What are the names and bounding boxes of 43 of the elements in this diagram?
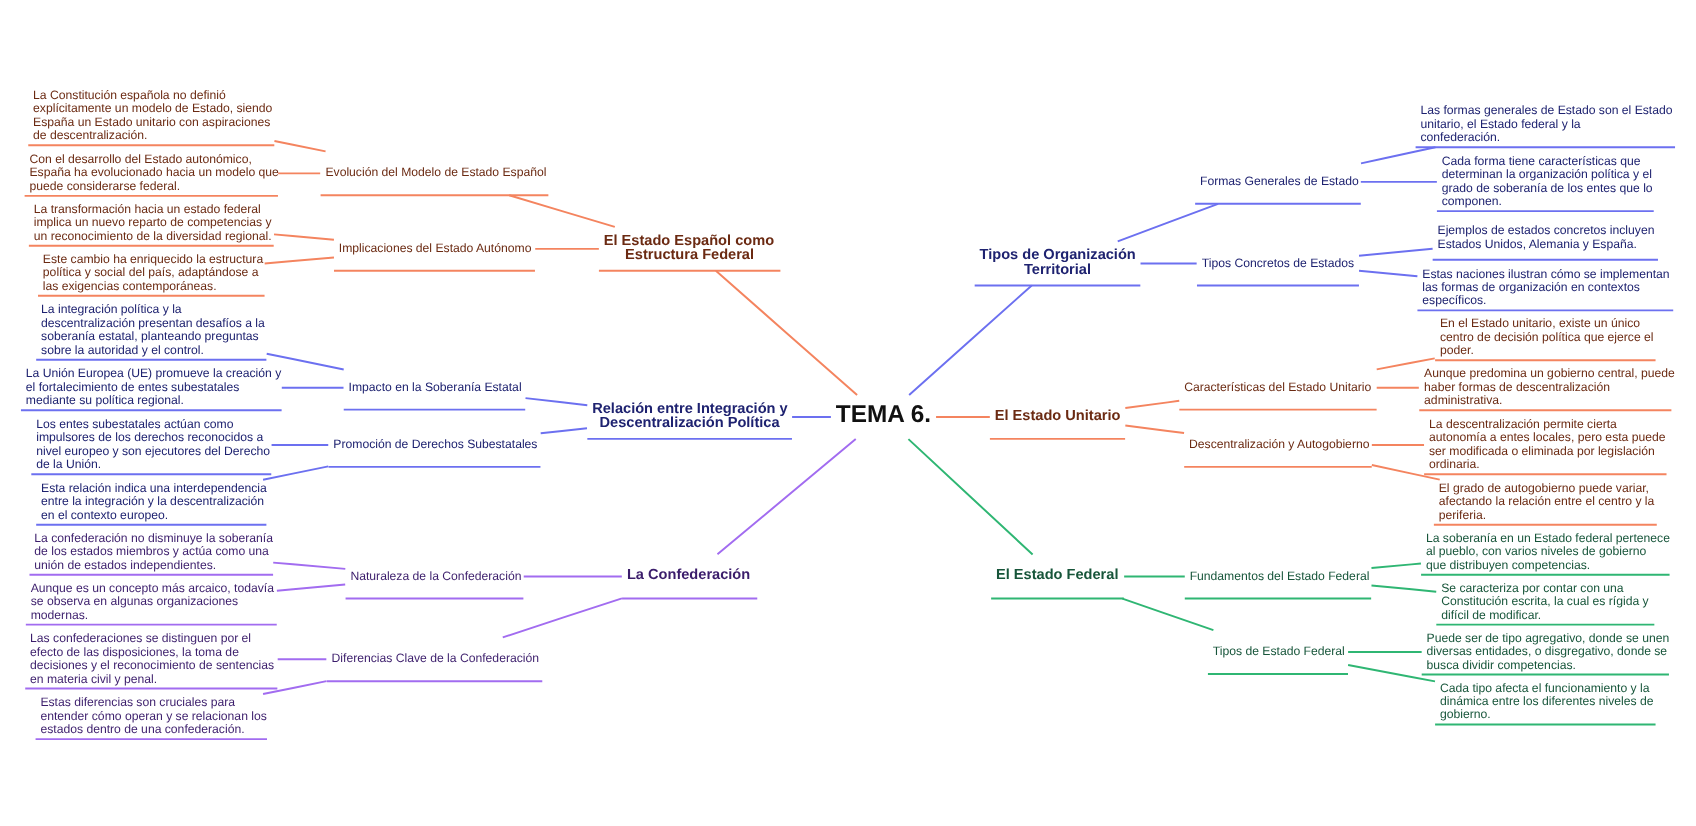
connector (1359, 180, 1438, 183)
connector (1375, 386, 1420, 389)
connector (275, 583, 347, 592)
connector (276, 658, 328, 661)
connector (1375, 357, 1436, 371)
connector (273, 140, 327, 153)
connector (714, 269, 859, 396)
connector (1358, 269, 1419, 278)
connector (524, 397, 589, 407)
connector (1370, 584, 1438, 593)
connector (262, 465, 330, 481)
connector (501, 597, 623, 639)
connector (907, 438, 1034, 556)
connector (1370, 562, 1422, 569)
connector (539, 427, 588, 435)
connector (1370, 464, 1441, 481)
connector (1139, 262, 1198, 265)
connector (1347, 651, 1423, 653)
connector (716, 438, 857, 556)
connector (522, 575, 623, 578)
connector (272, 561, 347, 570)
connector (270, 444, 330, 446)
connector (1123, 575, 1186, 578)
connector (273, 233, 335, 241)
connector (534, 247, 600, 250)
connector (508, 194, 616, 228)
connector (277, 172, 322, 175)
connector (935, 416, 991, 418)
node-text: TEMA 6. (835, 399, 931, 428)
connector (1358, 247, 1434, 257)
connector (1121, 597, 1215, 632)
connector (1347, 664, 1436, 683)
connector (262, 680, 328, 696)
connector (265, 352, 345, 371)
connector (263, 256, 335, 265)
connector (1116, 202, 1220, 243)
connector (1360, 146, 1437, 165)
connector (1124, 424, 1186, 435)
connector (280, 386, 345, 389)
connector (1370, 444, 1425, 446)
connector (791, 416, 832, 418)
connector (908, 284, 1033, 396)
connector (1124, 399, 1181, 409)
